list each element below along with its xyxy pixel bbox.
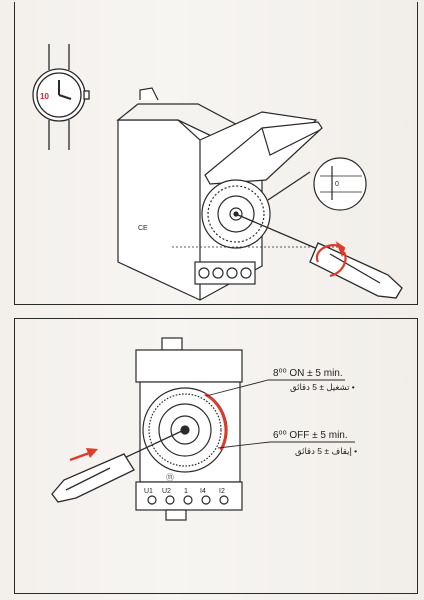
off-time-arabic: • إيقاف ± 5 دقائق	[295, 446, 358, 456]
screwdriver-icon	[51, 429, 185, 503]
terminal-label-u1: U1	[144, 488, 153, 495]
timer-switch-device: CE	[116, 87, 323, 301]
wristwatch-icon	[32, 44, 90, 150]
watch-hour-label: 10	[40, 92, 49, 101]
terminal-label-i2: I2	[219, 488, 225, 495]
on-time-arabic: • تشغيل ± 5 دقائق	[290, 382, 355, 392]
svg-text:0: 0	[335, 181, 339, 188]
step2-panel	[14, 318, 418, 594]
terminal-label-1: 1	[184, 488, 188, 495]
zoom-callout: 0	[267, 157, 367, 211]
on-time-label: 8⁰⁰ ON ± 5 min.	[273, 368, 343, 379]
off-time-label: 6⁰⁰ OFF ± 5 min.	[273, 430, 348, 441]
ce-mark: CE	[138, 225, 148, 232]
timer-switch-front	[135, 337, 243, 521]
terminal-label-i4: I4	[200, 488, 206, 495]
terminal-top-mark: ⑪	[166, 473, 174, 482]
step1-panel	[14, 2, 418, 305]
screwdriver-icon	[237, 214, 403, 299]
rotate-arrow-icon	[315, 241, 347, 278]
arrow-icon	[69, 448, 98, 462]
terminal-label-u2: U2	[162, 488, 171, 495]
